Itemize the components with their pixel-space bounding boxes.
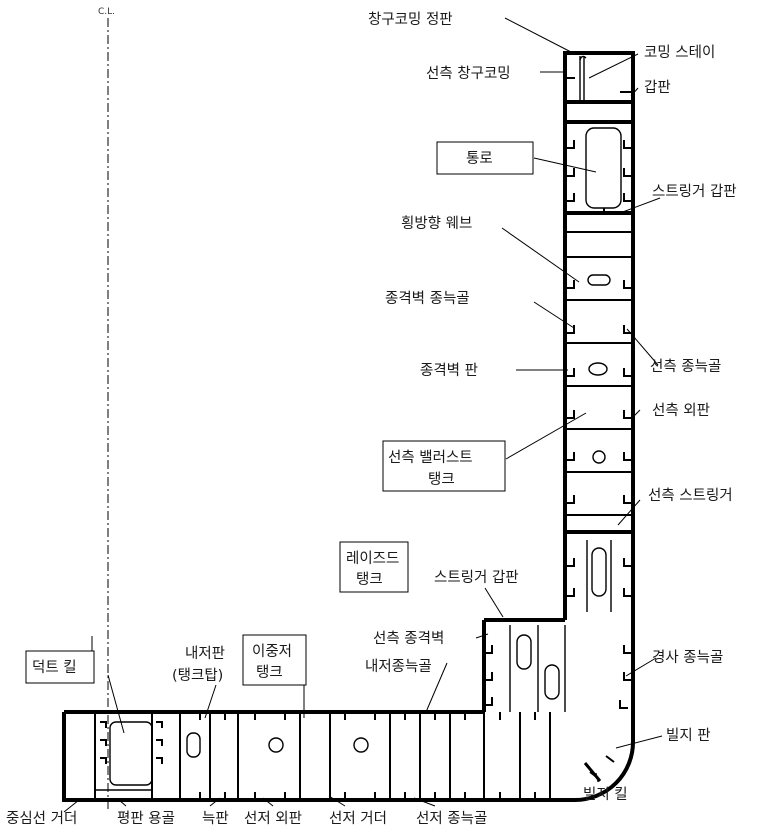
label-side-ballast-tank-line1: 선측 밸러스트 <box>388 449 473 466</box>
raised-tank-hole-1 <box>516 634 532 670</box>
double-bottom-tank-label-box <box>242 634 307 686</box>
label-bottom-longitudinal: 선저 종늑골 <box>416 810 487 827</box>
label-longitudinal-bulkhead-longitudinal: 종격벽 종늑골 <box>385 290 470 307</box>
bilge-keel <box>583 762 602 782</box>
label-longitudinal-bulkhead-plate: 종격벽 판 <box>420 362 478 379</box>
coaming-stay-bracket <box>579 55 587 61</box>
leader-lines <box>63 17 663 813</box>
duct-keel-label-box <box>25 650 95 684</box>
label-bilge-plate: 빌지 판 <box>666 727 711 744</box>
hull-outline <box>62 51 635 802</box>
label-raised-tank-line2: 탱크 <box>356 571 383 588</box>
raised-tank-hole-2 <box>544 664 560 700</box>
label-stringer-deck-lower: 스트링거 갑판 <box>434 569 519 586</box>
floor-hole-1 <box>186 732 201 758</box>
bulkhead-hole <box>588 362 608 376</box>
label-bottom-shell: 선저 외판 <box>244 810 302 827</box>
label-side-shell: 선측 외판 <box>652 402 710 419</box>
label-hatch-coaming-top-plate: 창구코밍 정판 <box>368 11 453 28</box>
label-side-stringer: 선측 스트링거 <box>648 487 733 504</box>
passageway-label-box <box>436 141 534 175</box>
longitudinal-stiffeners <box>100 140 631 800</box>
label-floor: 늑판 <box>202 810 229 827</box>
label-transverse-web: 횡방향 웨브 <box>401 215 472 232</box>
label-flat-plate-keel: 평판 용골 <box>117 810 175 827</box>
label-passageway: 통로 <box>466 151 493 167</box>
label-side-longitudinal: 선측 종늑골 <box>650 358 721 375</box>
label-double-bottom-tank-line2: 탱크 <box>256 664 283 681</box>
passageway-opening <box>585 127 622 209</box>
label-inner-bottom-longitudinal: 내저종늑골 <box>365 658 432 675</box>
label-bilge-keel: 빌지 킬 <box>583 786 628 803</box>
raised-tank-label-box <box>339 541 409 593</box>
label-side-ballast-tank-line2: 탱크 <box>428 471 455 488</box>
centerline-label: C.L. <box>98 7 115 17</box>
label-inner-bottom-line2: (탱크탑) <box>172 667 223 684</box>
label-duct-keel: 덕트 킬 <box>32 659 77 676</box>
label-coaming-stay: 코밍 스테이 <box>644 44 715 61</box>
label-centre-girder: 중심선 거더 <box>6 810 77 827</box>
duct-keel-opening <box>109 721 153 786</box>
label-stringer-deck-upper: 스트링거 갑판 <box>652 183 737 200</box>
transverse-web-hole <box>587 274 611 286</box>
stringer-hole <box>591 547 607 597</box>
side-ballast-tank-label-box <box>382 440 506 492</box>
floor-hole-3 <box>353 737 369 753</box>
label-hopper-longitudinal: 경사 종늑골 <box>652 649 723 666</box>
label-bottom-girder: 선저 거더 <box>329 810 387 827</box>
label-side-longitudinal-bulkhead: 선측 종격벽 <box>373 630 444 647</box>
label-deck-plate: 갑판 <box>644 79 671 96</box>
label-double-bottom-tank-line1: 이중저 <box>252 643 292 660</box>
floor-hole-2 <box>268 737 284 753</box>
side-shell-hole <box>592 450 606 464</box>
label-side-hatch-coaming: 선측 창구코밍 <box>426 65 511 82</box>
label-inner-bottom-line1: 내저판 <box>185 645 225 662</box>
label-raised-tank-line1: 레이즈드 <box>346 550 399 567</box>
